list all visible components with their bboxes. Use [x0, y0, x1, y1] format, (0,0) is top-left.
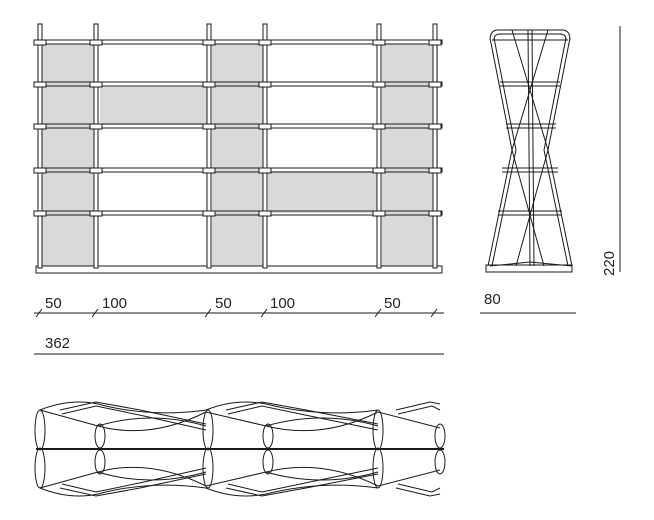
bay-label-5: 50	[384, 295, 401, 312]
bay-dimension-line	[34, 308, 444, 318]
back-panels	[40, 43, 438, 269]
bay-label-3: 50	[215, 295, 232, 312]
bay-label-2: 100	[102, 295, 127, 312]
depth-label: 80	[484, 291, 501, 308]
bay-label-1: 50	[45, 295, 62, 312]
total-width-label: 362	[45, 335, 70, 352]
side-elevation	[485, 29, 573, 273]
front-elevation	[33, 23, 443, 274]
clips	[33, 39, 442, 217]
plan-view	[34, 401, 446, 497]
bay-label-4: 100	[270, 295, 295, 312]
height-label: 220	[601, 251, 618, 276]
uprights	[37, 23, 438, 269]
